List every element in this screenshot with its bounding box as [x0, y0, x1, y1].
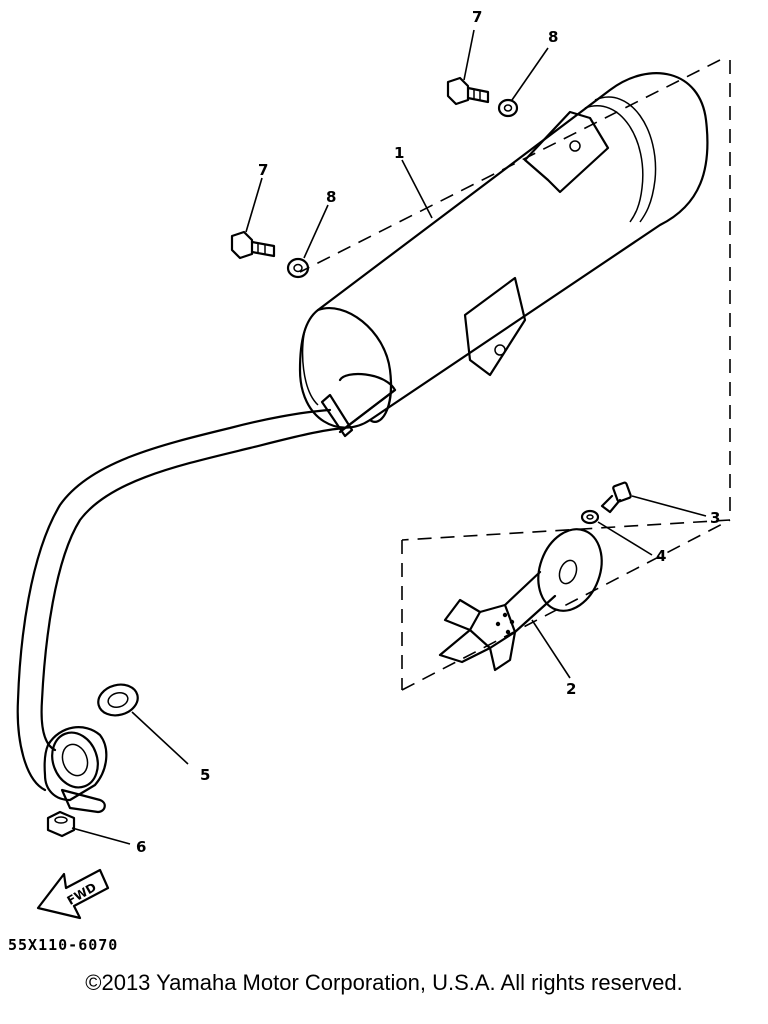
drawing-code: 55X110-6070: [8, 936, 119, 954]
upper-mount-bolt: [446, 76, 490, 106]
forward-arrow-icon: FWD: [36, 868, 110, 920]
callout-5: 5: [200, 766, 210, 784]
leader-lines: [71, 29, 707, 845]
gasket: [97, 683, 139, 717]
spark-arrester: [438, 528, 603, 672]
callout-8-upper: 8: [548, 28, 558, 46]
lower-mount-bolt: [230, 230, 276, 260]
arrester-bolt: [600, 481, 632, 514]
callout-6: 6: [136, 838, 146, 856]
exhaust-pipe: [16, 373, 397, 792]
callout-2: 2: [566, 680, 576, 698]
callout-7-upper: 7: [472, 8, 482, 26]
callout-1: 1: [394, 144, 404, 162]
copyright-notice: ©2013 Yamaha Motor Corporation, U.S.A. A…: [85, 970, 683, 995]
forward-arrow-label: FWD: [65, 880, 99, 908]
callout-8-lower: 8: [326, 188, 336, 206]
exhaust-flange: [43, 726, 108, 814]
callout-3: 3: [710, 509, 720, 527]
arrester-washer: [580, 509, 600, 525]
muffler-body: [298, 72, 709, 429]
nut: [46, 810, 76, 838]
lower-mount-washer: [286, 257, 310, 279]
upper-mount-washer: [497, 98, 519, 118]
callout-4: 4: [656, 547, 666, 565]
callout-7-lower: 7: [258, 161, 268, 179]
